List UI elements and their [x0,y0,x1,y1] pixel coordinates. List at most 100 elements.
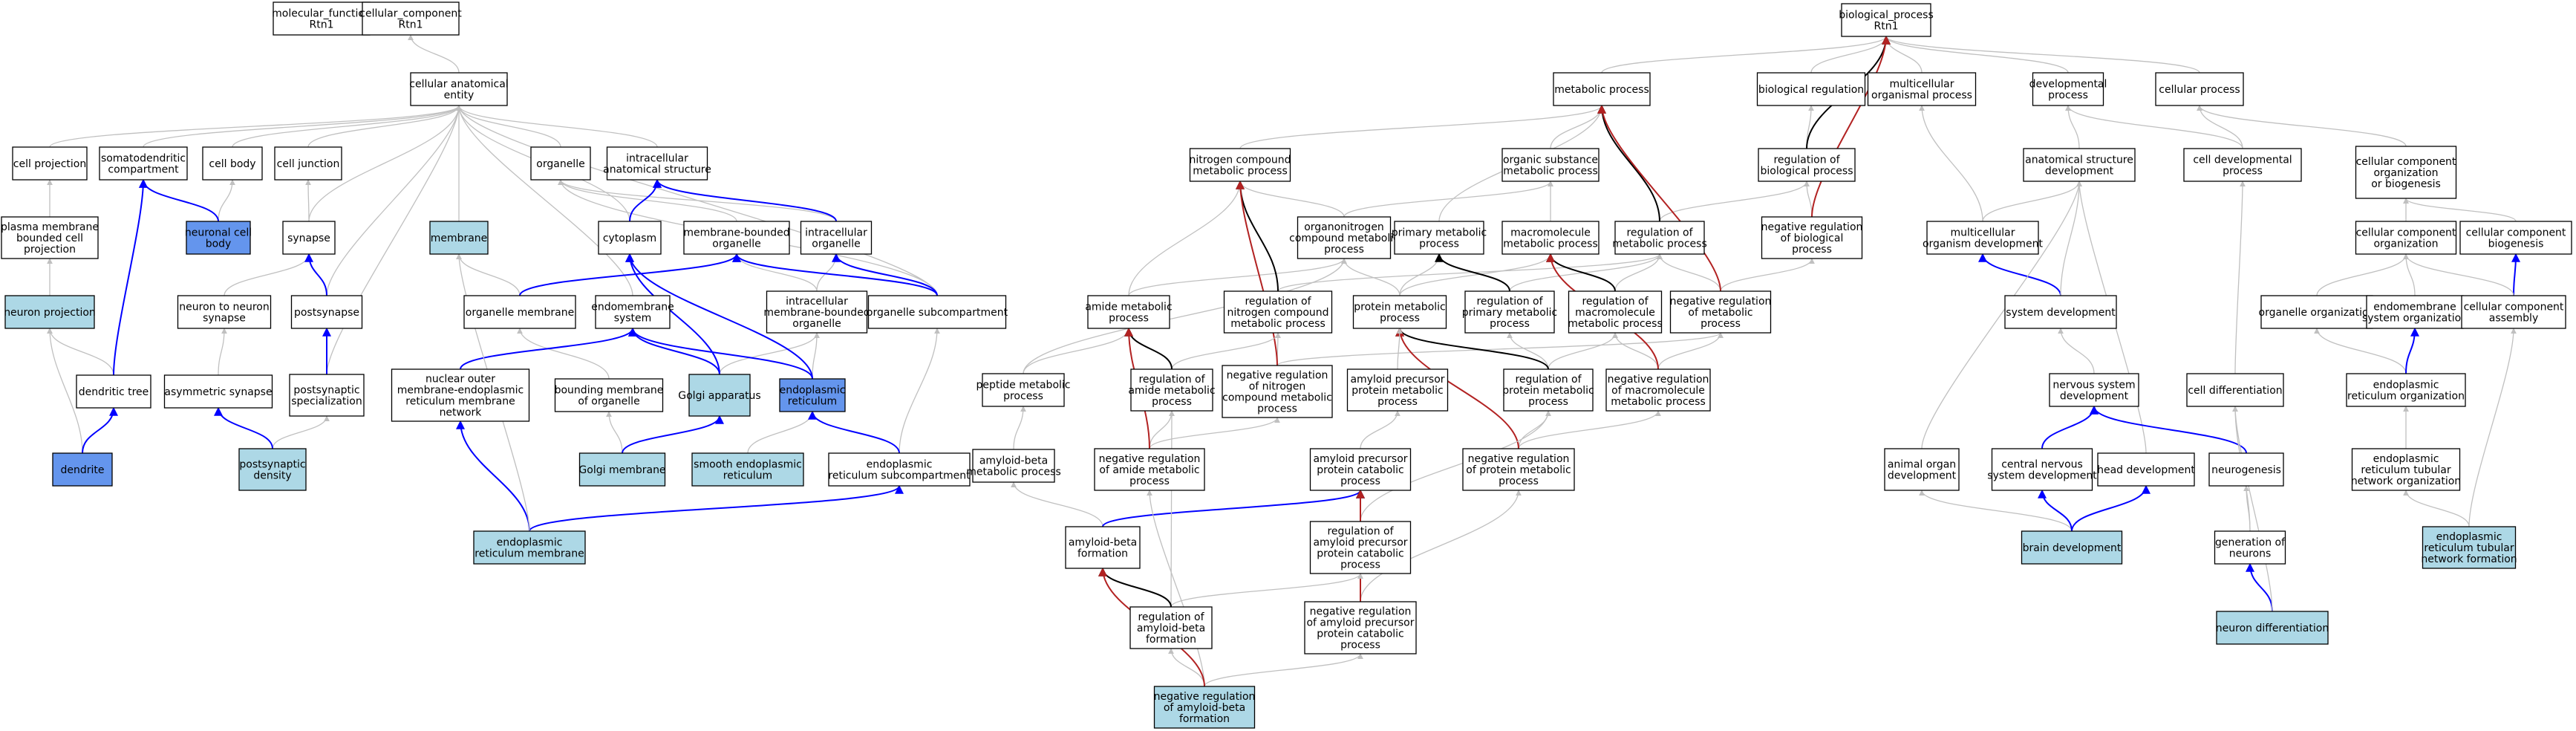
term-box [1130,368,1213,412]
term-node-metab[interactable]: metabolic process [1553,72,1651,106]
term-node-synapse[interactable]: synapse [282,221,336,255]
term-node-cproj[interactable]: cell projection [12,146,88,181]
term-node-asyn[interactable]: asymmetric synapse [163,374,273,409]
term-node-cellproc[interactable]: cellular process [2155,72,2244,106]
term-node-cbody[interactable]: cell body [202,146,263,181]
term-label-line: cellular process [2159,84,2240,96]
term-node-headdev[interactable]: head development [2097,452,2195,487]
term-node-postsyn[interactable]: postsynapse [290,295,363,329]
term-node-cjunc[interactable]: cell junction [274,146,342,181]
term-node-sysdev[interactable]: system development [2004,295,2117,329]
edge-is-a-oncmp-to-osmp [1343,181,1553,218]
term-label-line: nervous system [2052,380,2135,392]
term-node-orgmem[interactable]: organelle membrane [463,295,576,329]
edge-is-a-rabf-to-rappcp [1170,573,1363,608]
term-node-dendrite[interactable]: dendrite [52,452,113,487]
term-node-neurdiff[interactable]: neuron differentiation [2216,611,2329,645]
term-node-cytoplasm[interactable]: cytoplasm [598,221,662,255]
term-node-golgi[interactable]: Golgi apparatus [678,374,761,417]
term-node-braindev[interactable]: brain development [2021,530,2123,565]
term-node-neurogen[interactable]: neurogenesis [2208,452,2284,487]
term-node-orgsub[interactable]: organelle subcompartment [867,295,1008,329]
term-node-celldiff[interactable]: cell differentiation [2186,373,2284,407]
term-node-nproj[interactable]: neuron projection [4,295,96,329]
term-label-line: network organization [2351,475,2461,487]
term-node-dtree[interactable]: dendritic tree [76,374,151,409]
term-node-breg[interactable]: biological regulation [1756,72,1866,106]
term-node-orgorg[interactable]: organelle organization [2259,295,2376,329]
term-node-organelle[interactable]: organelle [530,146,591,181]
term-node-membrane[interactable]: membrane [429,221,489,255]
term-box [186,221,251,255]
term-node-nucouter[interactable]: nuclear outermembrane-endoplasmicreticul… [391,368,530,422]
term-node-golgimem[interactable]: Golgi membrane [578,452,666,487]
